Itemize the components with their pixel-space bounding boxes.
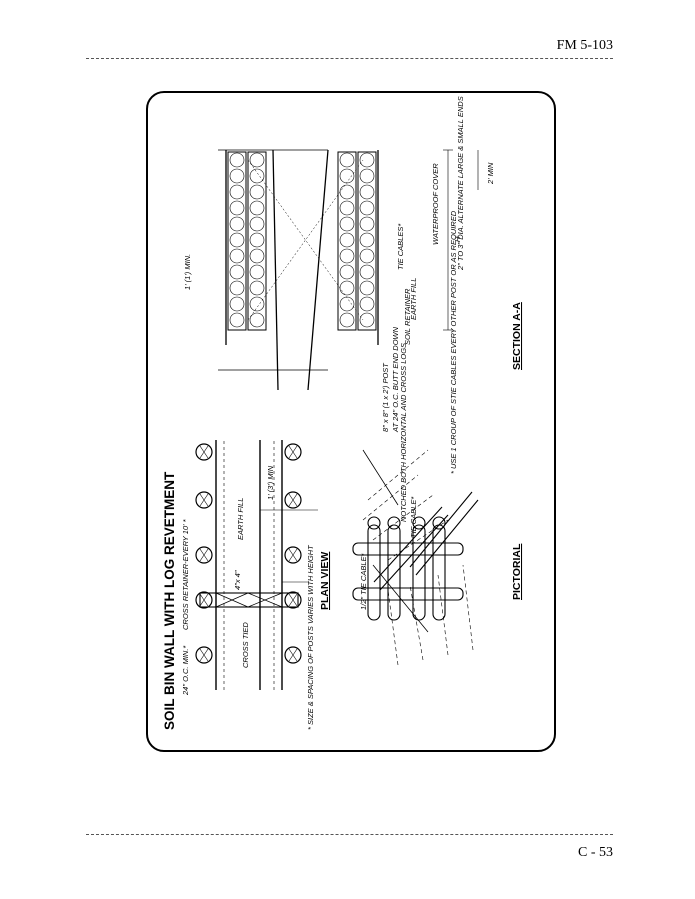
plan-view-drawing xyxy=(195,440,318,690)
header-rule xyxy=(86,58,613,59)
plan-label-4x4: 4"x 4" xyxy=(233,570,242,590)
page-number: C - 53 xyxy=(578,845,613,860)
pictorial-heading: PICTORIAL xyxy=(511,543,523,600)
plan-view-heading: PLAN VIEW xyxy=(319,552,331,610)
pictorial-label-butt-end: AT 24" O.C. BUTT END DOWN xyxy=(391,326,400,433)
pictorial-label-post: 8" x 8" (1 x 2') POST xyxy=(381,362,390,432)
plan-label-oc-min: 24" O.C. MIN.* xyxy=(181,645,190,696)
section-drawing xyxy=(218,149,479,391)
section-label-waterproof: WATERPROOF COVER xyxy=(431,163,440,245)
section-label-height: H xyxy=(453,236,462,242)
figure-frame: SOIL BIN WALL WITH LOG REVETMENT xyxy=(146,91,556,752)
pictorial-label-tie-cable-2: TIE CABLE* xyxy=(409,496,418,538)
section-label-two-min: 2' MIN xyxy=(486,162,495,185)
pictorial-label-tie-cable-1: 1/2" TIE CABLE* xyxy=(359,552,368,610)
pictorial-use-note: * USE 1 CROUP OF STIE CABLES EVERY OTHER… xyxy=(449,210,458,474)
pictorial-drawing xyxy=(352,449,479,666)
plan-label-cross-retainer: CROSS RETAINER-EVERY 10' * xyxy=(181,518,190,630)
section-heading: SECTION A-A xyxy=(511,302,523,370)
section-label-earth-fill: EARTH FILL xyxy=(409,278,418,320)
rotated-figure: SOIL BIN WALL WITH LOG REVETMENT xyxy=(148,93,554,750)
document-id: FM 5-103 xyxy=(556,38,613,53)
section-label-logs: 2" TO 3" DIA. ALTERNATE LARGE & SMALL EN… xyxy=(456,96,465,271)
section-label-one-foot-min: 1' (1') MIN. xyxy=(183,254,192,290)
plan-size-note: * SIZE & SPACING OF POSTS VARIES WITH HE… xyxy=(306,544,315,730)
section-label-tie-cables: TIE CABLES* xyxy=(396,223,405,270)
plan-label-one-foot-min: 1' (3') MIN xyxy=(266,465,275,500)
figure-drawing: SOIL BIN WALL WITH LOG REVETMENT xyxy=(162,96,523,730)
plan-label-earth-fill: EARTH FILL xyxy=(236,498,245,540)
footer-rule xyxy=(86,834,613,835)
figure-title: SOIL BIN WALL WITH LOG REVETMENT xyxy=(162,471,177,730)
plan-label-cross-tied: CROSS TIED xyxy=(241,622,250,668)
section-label-soil-retainer: SOIL RETAINER xyxy=(403,288,412,345)
pictorial-label-notched: NOTCHED BOTH HORIZONTAL AND CROSS LOGS xyxy=(399,343,408,522)
